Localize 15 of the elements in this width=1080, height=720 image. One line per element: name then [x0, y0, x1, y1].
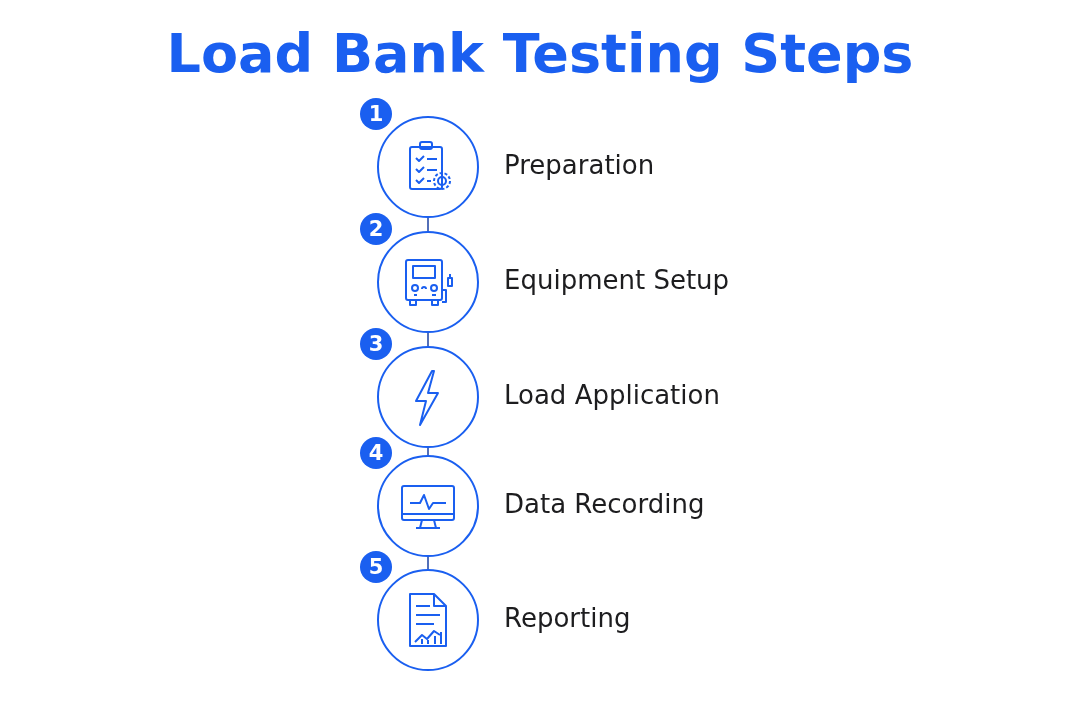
step-label: Preparation: [504, 150, 655, 180]
connector-line: [427, 556, 429, 570]
connector-line: [427, 217, 429, 232]
step-number: 5: [360, 551, 392, 583]
connector-line: [427, 447, 429, 456]
step-label: Load Application: [504, 380, 720, 410]
step-label: Data Recording: [504, 489, 705, 519]
step-label: Equipment Setup: [504, 265, 730, 295]
step-number: 4: [360, 437, 392, 469]
step-number: 2: [360, 213, 392, 245]
step-number: 3: [360, 328, 392, 360]
step-number: 1: [360, 98, 392, 130]
step-label: Reporting: [504, 603, 631, 633]
connector-line: [427, 332, 429, 347]
title: Load Bank Testing Steps: [166, 22, 914, 85]
